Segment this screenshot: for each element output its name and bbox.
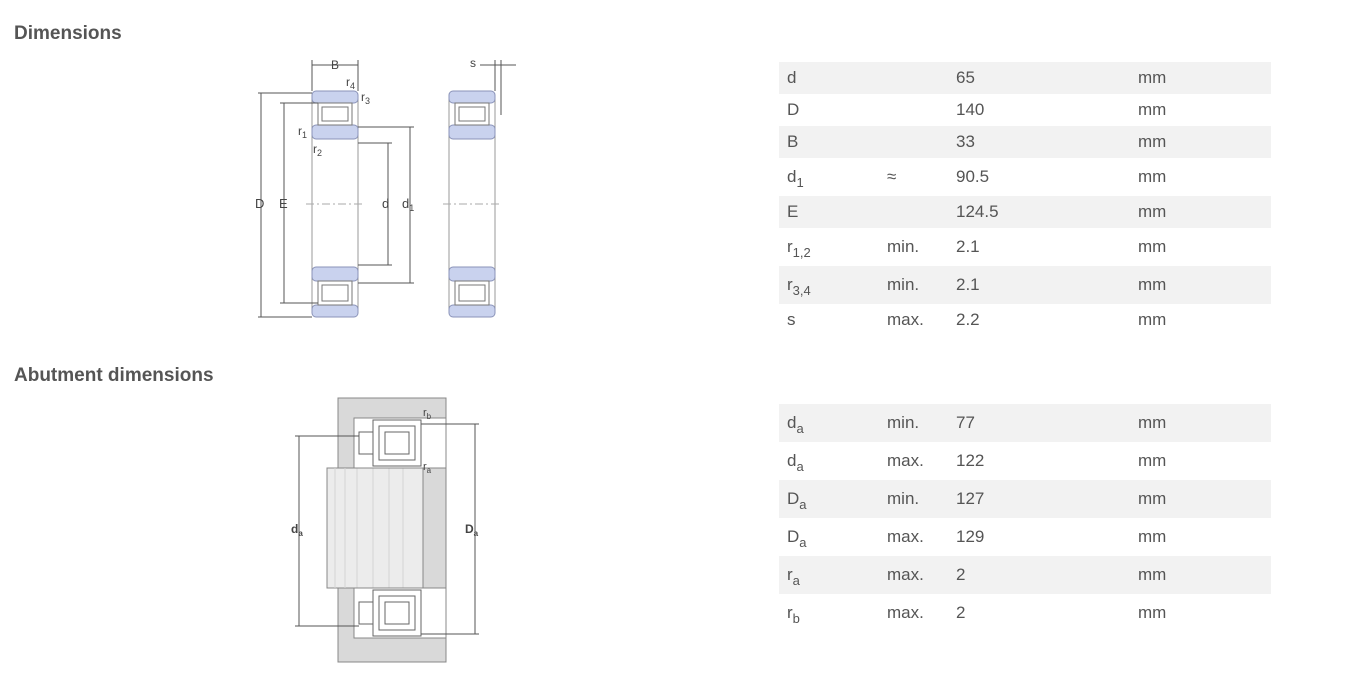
symbol-cell: da [779,442,887,480]
table-row: d1 ≈ 90.5 mm [779,158,1271,196]
symbol-cell: r1,2 [779,228,887,266]
unit-cell: mm [1138,556,1271,594]
label-E: E [279,196,288,211]
dimensions-table: d 65 mm D 140 mm B 33 mm d1 ≈ 90.5 mm E … [779,62,1271,336]
bearing-section-right [443,60,516,318]
qualifier-cell: min. [887,404,956,442]
value-cell: 2 [956,594,1138,632]
label-d: d [382,196,389,211]
unit-cell: mm [1138,94,1271,126]
label-d1: d1 [402,196,414,213]
table-row: r3,4 min. 2.1 mm [779,266,1271,304]
label-B: B [331,58,339,72]
qualifier-cell: max. [887,304,956,336]
value-cell: 127 [956,480,1138,518]
bearing-section-left [258,60,414,318]
unit-cell: mm [1138,266,1271,304]
label-r4: r4 [346,75,355,91]
symbol-cell: s [779,304,887,336]
value-cell: 140 [956,94,1138,126]
qualifier-cell: max. [887,556,956,594]
table-row: da max. 122 mm [779,442,1271,480]
abutment-dimensions-table: da min. 77 mm da max. 122 mm Da min. 127… [779,404,1271,632]
table-row: ra max. 2 mm [779,556,1271,594]
symbol-cell: B [779,126,887,158]
table-row: r1,2 min. 2.1 mm [779,228,1271,266]
table-row: d 65 mm [779,62,1271,94]
qualifier-cell: max. [887,594,956,632]
label-rb: rb [423,407,432,421]
symbol-cell: d [779,62,887,94]
bearing-dimensions-drawing: B r4 r3 r1 r2 D E d d1 s [255,56,516,318]
unit-cell: mm [1138,594,1271,632]
value-cell: 124.5 [956,196,1138,228]
symbol-cell: Da [779,480,887,518]
value-cell: 65 [956,62,1138,94]
unit-cell: mm [1138,196,1271,228]
qualifier-cell: max. [887,442,956,480]
table-row: D 140 mm [779,94,1271,126]
qualifier-cell: min. [887,228,956,266]
value-cell: 2.2 [956,304,1138,336]
value-cell: 77 [956,404,1138,442]
value-cell: 2.1 [956,228,1138,266]
qualifier-cell: ≈ [887,158,956,196]
table-row: B 33 mm [779,126,1271,158]
value-cell: 2 [956,556,1138,594]
qualifier-cell [887,94,956,126]
unit-cell: mm [1138,158,1271,196]
symbol-cell: da [779,404,887,442]
label-s: s [470,56,476,70]
table-row: Da max. 129 mm [779,518,1271,556]
value-cell: 90.5 [956,158,1138,196]
unit-cell: mm [1138,480,1271,518]
qualifier-cell: min. [887,266,956,304]
qualifier-cell [887,62,956,94]
qualifier-cell [887,196,956,228]
label-r2: r2 [313,142,322,158]
unit-cell: mm [1138,404,1271,442]
unit-cell: mm [1138,126,1271,158]
unit-cell: mm [1138,304,1271,336]
dimensions-heading: Dimensions [14,23,122,44]
qualifier-cell [887,126,956,158]
unit-cell: mm [1138,518,1271,556]
label-Da: Da [465,522,479,538]
unit-cell: mm [1138,228,1271,266]
label-r3: r3 [361,90,370,106]
value-cell: 33 [956,126,1138,158]
value-cell: 122 [956,442,1138,480]
abutment-dimensions-drawing: rb ra da Da [291,397,479,663]
label-D: D [255,196,264,211]
table-row: s max. 2.2 mm [779,304,1271,336]
unit-cell: mm [1138,62,1271,94]
qualifier-cell: min. [887,480,956,518]
symbol-cell: D [779,94,887,126]
table-row: E 124.5 mm [779,196,1271,228]
symbol-cell: E [779,196,887,228]
symbol-cell: d1 [779,158,887,196]
value-cell: 2.1 [956,266,1138,304]
table-row: Da min. 127 mm [779,480,1271,518]
symbol-cell: ra [779,556,887,594]
label-r1: r1 [298,124,307,140]
value-cell: 129 [956,518,1138,556]
symbol-cell: r3,4 [779,266,887,304]
label-ra: ra [423,461,432,475]
symbol-cell: Da [779,518,887,556]
symbol-cell: rb [779,594,887,632]
qualifier-cell: max. [887,518,956,556]
table-row: da min. 77 mm [779,404,1271,442]
abutment-dimensions-heading: Abutment dimensions [14,365,214,386]
unit-cell: mm [1138,442,1271,480]
table-row: rb max. 2 mm [779,594,1271,632]
label-da: da [291,522,303,538]
